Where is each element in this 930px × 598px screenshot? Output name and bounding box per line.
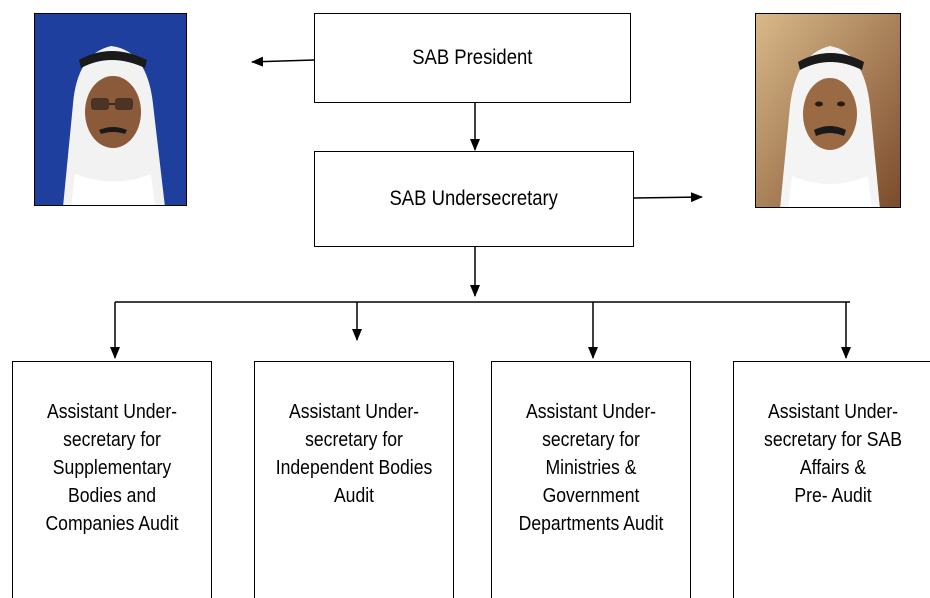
president-photo xyxy=(34,13,187,206)
dept-line: Departments Audit xyxy=(518,513,664,535)
dept-line: secretary for xyxy=(63,429,161,451)
dept-box-sab-affairs: Assistant Under- secretary for SAB Affai… xyxy=(733,361,930,598)
dept-line: Assistant Under- xyxy=(46,401,178,423)
dept-line: Bodies and xyxy=(67,485,157,507)
dept-line: Audit xyxy=(333,485,375,507)
dept-line: secretary for SAB xyxy=(764,429,902,451)
dept-line: Companies Audit xyxy=(45,513,179,535)
portrait-president-photo xyxy=(35,14,186,205)
dept-box-independent-bodies: Assistant Under- secretary for Independe… xyxy=(254,361,454,598)
dept-line: secretary for xyxy=(305,429,403,451)
dept-line: Ministries & xyxy=(545,457,637,479)
dept-line: Affairs & xyxy=(799,457,867,479)
dept-line: Independent Bodies xyxy=(275,457,433,479)
dept-line: Government xyxy=(542,485,640,507)
dept-line: Assistant Under- xyxy=(525,401,657,423)
dept-line: Supplementary xyxy=(52,457,172,479)
president-box: SAB President xyxy=(314,13,631,103)
dept-label-supplementary-bodies: Assistant Under- secretary for Supplemen… xyxy=(25,398,199,538)
dept-label-independent-bodies: Assistant Under- secretary for Independe… xyxy=(267,398,441,510)
undersecretary-box: SAB Undersecretary xyxy=(314,151,634,247)
arrow-president-to-photo xyxy=(251,56,315,67)
dept-line: Assistant Under- xyxy=(767,401,899,423)
undersecretary-title: SAB Undersecretary xyxy=(389,187,559,210)
dept-line: Assistant Under- xyxy=(288,401,420,423)
arrow-undersecretary-to-photo xyxy=(633,192,703,203)
dept-line: Pre- Audit xyxy=(794,485,872,507)
dept-label-ministries: Assistant Under- secretary for Ministrie… xyxy=(504,398,678,538)
portrait-undersecretary-photo xyxy=(756,14,900,207)
undersecretary-photo xyxy=(755,13,901,208)
president-title: SAB President xyxy=(412,46,533,69)
dept-box-supplementary-bodies: Assistant Under- secretary for Supplemen… xyxy=(12,361,212,598)
dept-line: secretary for xyxy=(542,429,640,451)
dept-label-sab-affairs: Assistant Under- secretary for SAB Affai… xyxy=(746,398,920,510)
dept-box-ministries: Assistant Under- secretary for Ministrie… xyxy=(491,361,691,598)
